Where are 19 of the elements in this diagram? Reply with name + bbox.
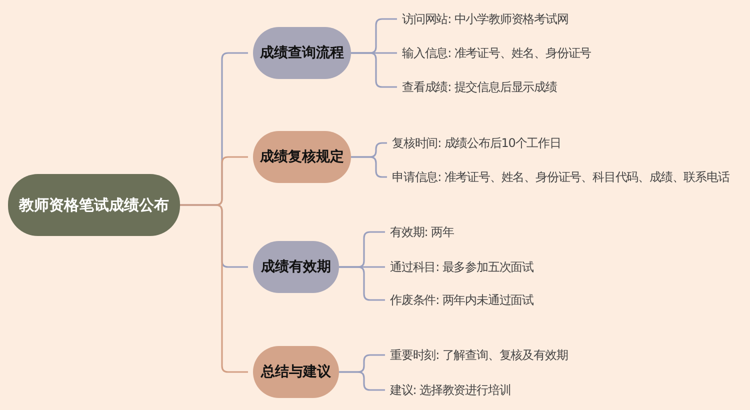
leaf-text: 有效期: 两年 [390,221,454,243]
leaf-text: 重要时刻: 了解查询、复核及有效期 [390,344,568,366]
leaf-text: 复核时间: 成绩公布后10个工作日 [392,132,561,154]
leaf-text: 申请信息: 准考证号、姓名、身份证号、科目代码、成绩、联系电话 [392,166,730,188]
root-topic-box: 教师资格笔试成绩公布 [8,174,180,236]
branch-topic-box: 成绩复核规定 [253,131,351,183]
leaf-text: 查看成绩: 提交信息后显示成绩 [402,76,557,98]
leaf-text: 作废条件: 两年内未通过面试 [390,289,534,311]
connector-line [339,371,385,391]
connector-line [180,204,248,373]
leaf-text: 输入信息: 准考证号、姓名、身份证号 [402,42,592,64]
connector-line [339,266,385,301]
branch-topic-box: 成绩查询流程 [253,27,351,79]
branch-topic-box: 成绩有效期 [253,241,339,293]
branch-topic-box: 总结与建议 [253,346,339,398]
leaf-text: 通过科目: 最多参加五次面试 [390,256,534,278]
leaf-text: 访问网站: 中小学教师资格考试网 [402,8,568,30]
leaf-text: 建议: 选择教资进行培训 [390,379,511,401]
connector-line [351,52,397,88]
